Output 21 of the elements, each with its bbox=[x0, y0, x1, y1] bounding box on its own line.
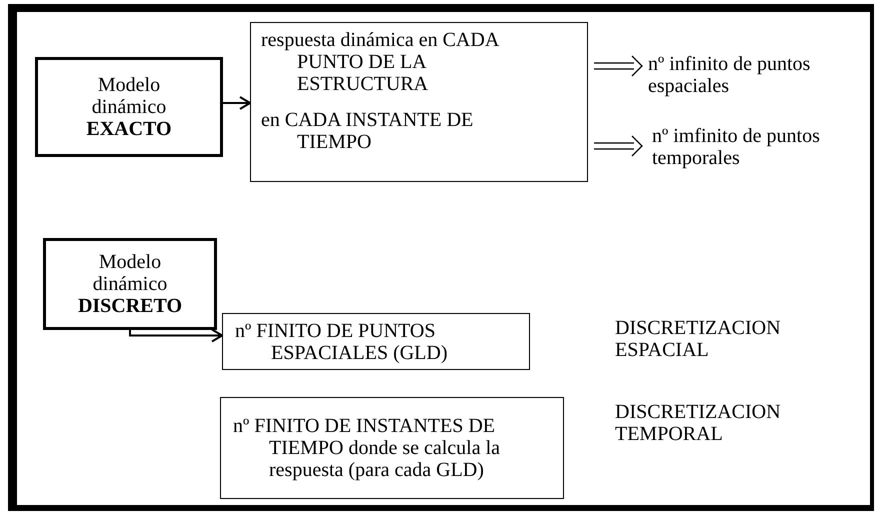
description-text: respuesta dinámica en CADA PUNTO DE LA ESTRUCTURA bbox=[261, 29, 500, 95]
result-text: nº infinito de puntos espaciales bbox=[648, 53, 812, 97]
description-text: nº FINITO DE INSTANTES DE TIEMPO donde se calcula la respuesta (para cada GLD) bbox=[233, 415, 502, 481]
model-name: Modelo dinámico bbox=[90, 74, 168, 118]
double-arrow bbox=[593, 135, 643, 157]
process-box bbox=[250, 22, 588, 182]
model-box bbox=[43, 238, 217, 330]
double-arrow bbox=[593, 55, 643, 77]
model-type: EXACTO bbox=[86, 118, 172, 140]
model-type: DISCRETO bbox=[78, 295, 182, 317]
result-text: nº imfinito de puntos temporales bbox=[652, 125, 821, 169]
arrow bbox=[223, 96, 251, 110]
description-text: en CADA INSTANTE DE TIEMPO bbox=[261, 109, 474, 153]
process-box bbox=[222, 313, 530, 370]
arrow bbox=[129, 328, 223, 342]
process-box bbox=[220, 397, 564, 499]
discretization-label: DISCRETIZACION ESPACIAL bbox=[615, 317, 782, 361]
model-box bbox=[35, 57, 223, 157]
description-text: nº FINITO DE PUNTOS ESPACIALES (GLD) bbox=[235, 320, 448, 364]
discretization-label: DISCRETIZACION TEMPORAL bbox=[615, 401, 782, 445]
model-name: Modelo dinámico bbox=[92, 251, 168, 295]
